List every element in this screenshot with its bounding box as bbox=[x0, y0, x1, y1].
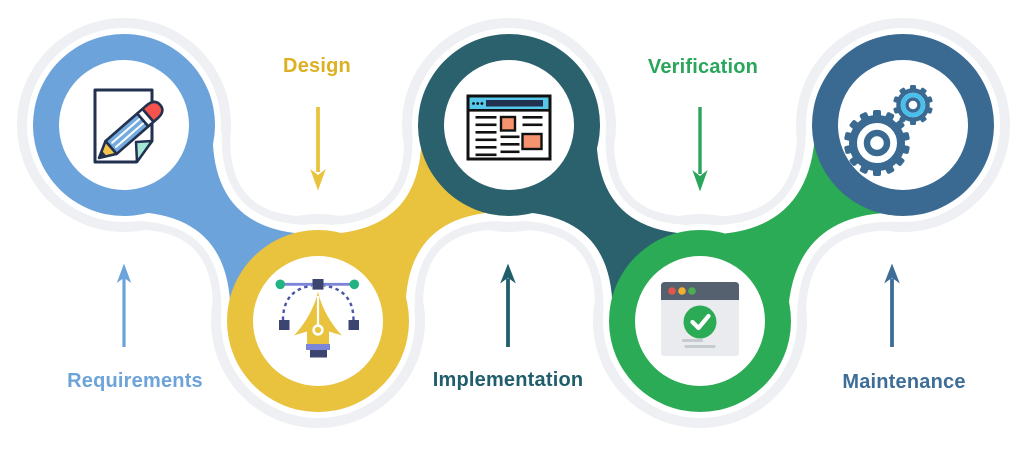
arrow-down-verification bbox=[692, 107, 708, 192]
small-gear bbox=[893, 85, 933, 125]
stage-label-requirements: Requirements bbox=[67, 370, 203, 392]
stage-label-verification: Verification bbox=[647, 56, 759, 78]
stage-label-implementation: Implementation bbox=[432, 369, 584, 391]
browser-check-icon bbox=[661, 282, 739, 356]
document-pencil-icon bbox=[93, 88, 164, 164]
arrow-down-design bbox=[310, 107, 326, 191]
arrow-up-requirements bbox=[116, 263, 132, 347]
arrow-up-maintenance bbox=[884, 263, 900, 347]
pen-tool-icon bbox=[275, 279, 360, 358]
gears-icon bbox=[844, 85, 933, 176]
web-layout-icon bbox=[466, 94, 552, 161]
stage-label-maintenance: Maintenance bbox=[842, 371, 966, 393]
stage-label-design: Design bbox=[283, 55, 351, 77]
large-gear bbox=[844, 110, 910, 176]
arrow-up-implementation bbox=[500, 263, 516, 347]
